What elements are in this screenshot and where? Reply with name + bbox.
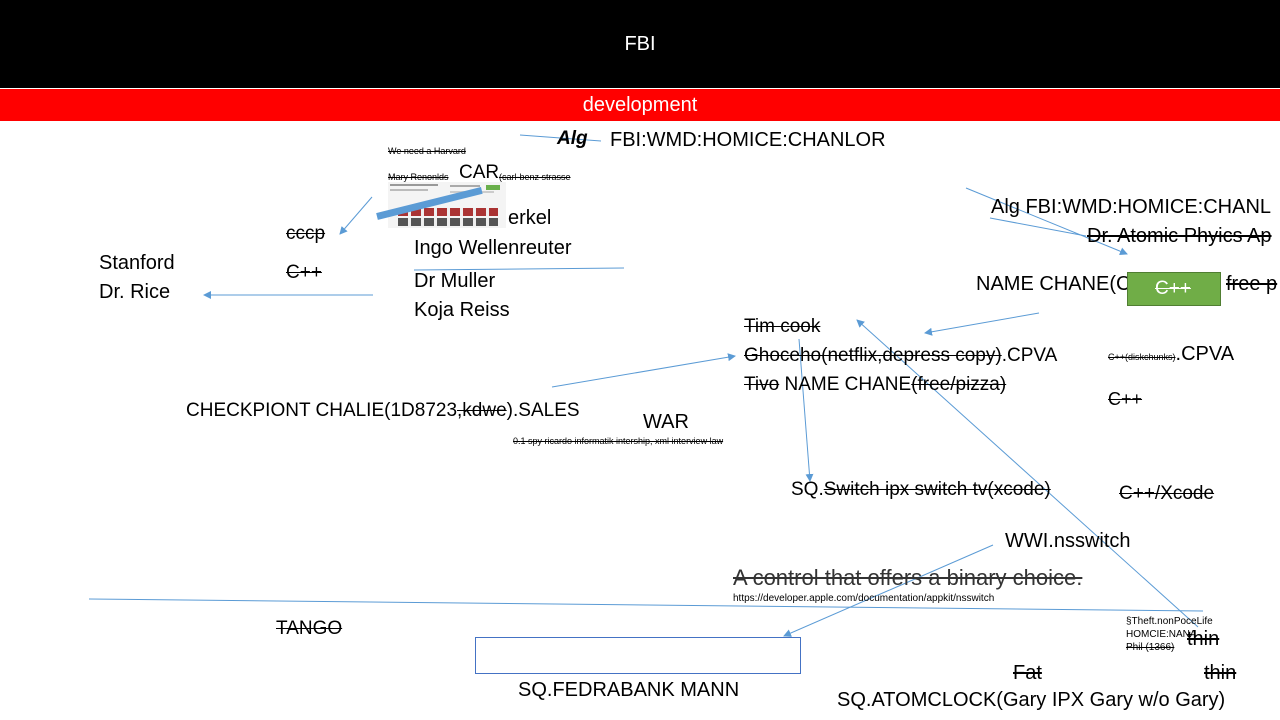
ghoceho-line: Ghoceho(netflix,depress copy).CPVA (744, 345, 1057, 367)
war-label: WAR (643, 411, 689, 433)
empty-input-box (475, 637, 801, 674)
green-box-label: C++ (1155, 278, 1191, 299)
ingo-label: Ingo Wellenreuter (414, 237, 572, 259)
cpp-green-box (1127, 272, 1221, 306)
free-p-label: free p (1226, 273, 1278, 295)
development-label: development (582, 94, 698, 116)
checkpoint-start: CHECKPIONT CHALIE(1D8723 (186, 400, 458, 421)
arrow-to-box (783, 544, 994, 637)
free-pizza-label: (free/pizza) (911, 374, 1007, 395)
theft-note: §Theft.nonPoceLife (1126, 616, 1213, 627)
sq-prefix: SQ. (791, 479, 824, 500)
switch-tv-label: Switch ipx switch tv(xcode) (823, 479, 1051, 500)
checkpoint-line: CHECKPIONT CHALIE(1D8723,kdwe).SALES (186, 400, 580, 422)
tim-cook-label: Tim cook (744, 316, 821, 337)
long-divider-line (88, 598, 1204, 612)
control-description: A control that offers a binary choice. (733, 565, 1083, 590)
name-chane-right: NAME CHANE(C (976, 273, 1131, 295)
arrow-to-ghoceho (551, 353, 736, 388)
arrow-to-sq-switch (798, 338, 814, 482)
header-bar (0, 0, 1280, 88)
tango-label: TANGO (276, 618, 343, 639)
cpp-xcode-label: C++/Xcode (1119, 483, 1215, 504)
alg-fbi-right: Alg FBI:WMD:HOMICE:CHANL (991, 196, 1272, 218)
merkel-tail: erkel (508, 207, 552, 229)
carl-note: (carl-benz strasse (499, 172, 571, 182)
checkpoint-end: ).SALES (506, 400, 580, 421)
dr-rice-label: Dr. Rice (99, 281, 171, 303)
arrow-to-tim-cook (924, 312, 1040, 336)
ghoceho-label: Ghoceho(netflix,depress copy) (744, 345, 1002, 366)
header-title: FBI (624, 33, 656, 55)
cpva-label-2: .CPVA (1175, 343, 1235, 365)
arrow-thin-to-tim (856, 319, 1199, 628)
wwi-nsswitch-label: WWI.nsswitch (1005, 530, 1131, 552)
phil-note: Phil (1366) (1126, 642, 1175, 653)
thin-label-1: thin (1187, 628, 1220, 650)
we-need-note: We need a Harvard (388, 146, 466, 156)
disk-chunks-note: C++(diskchunks) (1108, 352, 1176, 362)
dr-atomic-label: Dr. Atomic Phyics Ap (1087, 225, 1272, 247)
muller-label: Dr Muller (414, 270, 496, 292)
mary-note: Mary Renonlds (388, 172, 449, 182)
tivo-line: Tivo NAME CHANE(free/pizza) (744, 374, 1006, 396)
alg-label: Alg (557, 128, 588, 149)
koja-label: Koja Reiss (414, 299, 510, 321)
arrow-to-dr-atomic (965, 187, 1128, 256)
cccp-label: cccp (286, 223, 326, 244)
atomclock-label: SQ.ATOMCLOCK(Gary IPX Gary w/o Gary) (837, 689, 1226, 711)
fat-label: Fat (1013, 662, 1042, 684)
thin-label-2: thin (1204, 662, 1237, 684)
line-under-ingo (413, 267, 625, 271)
line-alg (519, 134, 602, 142)
car-label: CAR (459, 162, 500, 183)
cpp-left-label: C++ (286, 262, 322, 283)
disk-chunks-line: C++(diskchunks).CPVA (1108, 343, 1234, 366)
nsswitch-url: https://developer.apple.com/documentatio… (733, 593, 995, 604)
arrow-to-cccp (339, 196, 373, 235)
development-banner (0, 89, 1280, 121)
stanford-label: Stanford (99, 252, 175, 274)
screenshot-thumbnail (388, 182, 506, 228)
sq-switch-line: SQ.Switch ipx switch tv(xcode) (791, 479, 1051, 501)
fbi-chain-top: FBI:WMD:HOMICE:CHANLOR (610, 129, 886, 151)
fedrabank-label: SQ.FEDRABANK MANN (518, 679, 740, 701)
line-under-alg-right (989, 217, 1087, 237)
kdwe-label: ,kdwe (457, 400, 507, 421)
tivo-label: Tivo (744, 374, 780, 395)
cpva-label-1: .CPVA (1001, 345, 1058, 366)
homcie-note: HOMCIE:NANA (1126, 629, 1197, 640)
name-chane-mid: NAME CHANE (779, 374, 912, 395)
spy-note: 0.1 spy ricardo informatik intership, xm… (513, 436, 724, 446)
cpp-right-label: C++ (1108, 389, 1143, 409)
